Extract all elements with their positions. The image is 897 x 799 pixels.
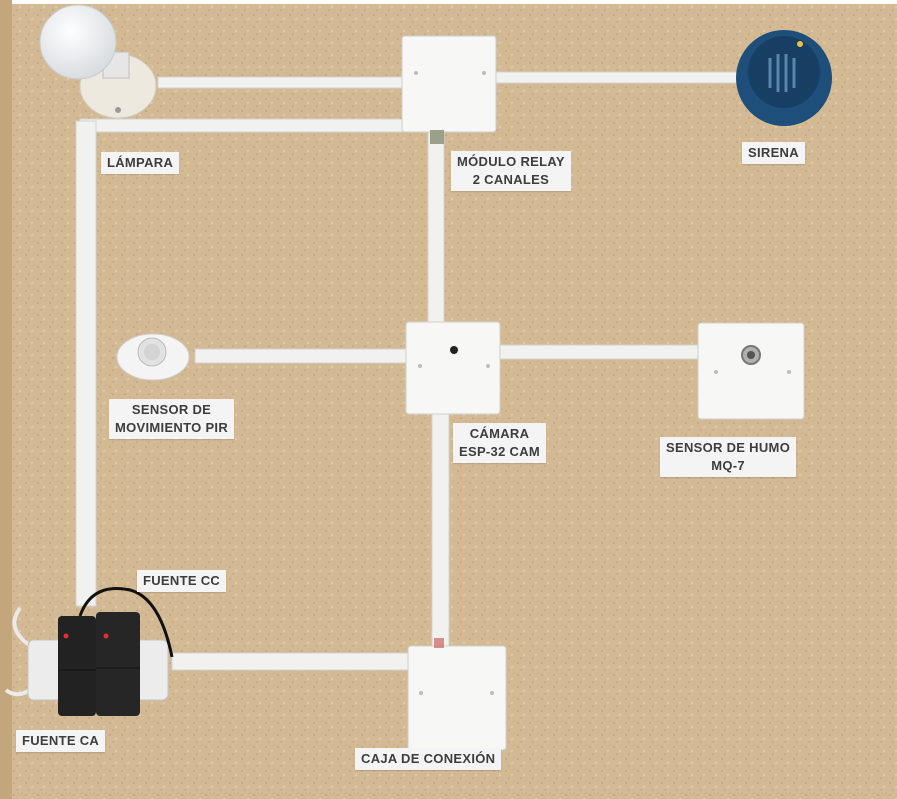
label-fuente-cc: FUENTE CC xyxy=(137,570,227,592)
top-border xyxy=(0,0,897,4)
label-fuente-ca: FUENTE CA xyxy=(16,730,106,752)
junction-box xyxy=(407,638,507,751)
conduit-camera-smoke xyxy=(499,344,699,360)
label-lampara: LÁMPARA xyxy=(101,152,180,174)
label-sirena: SIRENA xyxy=(742,142,805,164)
conduit-left-vertical xyxy=(75,120,97,607)
smoke-sensor-box xyxy=(697,322,805,420)
label-relay-module: MÓDULO RELAY 2 CANALES xyxy=(451,151,571,191)
conduit-pir-camera xyxy=(194,348,409,364)
conduit-camera-junction xyxy=(431,411,450,649)
label-camera: CÁMARA ESP-32 CAM xyxy=(453,423,547,463)
camera-box xyxy=(405,321,501,415)
conduits xyxy=(75,71,746,671)
label-pir-sensor: SENSOR DE MOVIMIENTO PIR xyxy=(109,399,235,439)
label-caja-conexion: CAJA DE CONEXIÓN xyxy=(355,748,502,770)
conduit-adapters-junction xyxy=(171,652,413,671)
label-smoke-sensor: SENSOR DE HUMO MQ-7 xyxy=(660,437,797,477)
conduit-lamp-relay xyxy=(157,76,411,89)
camera-icon xyxy=(450,346,458,354)
light-bulb-icon xyxy=(39,4,157,119)
siren-icon xyxy=(736,30,832,126)
power-adapter-icon xyxy=(4,587,174,716)
conduit-top-left xyxy=(79,118,411,133)
conduit-relay-siren xyxy=(494,71,746,84)
conduit-relay-camera xyxy=(427,129,445,326)
motion-sensor-icon xyxy=(116,333,190,381)
left-edge xyxy=(0,0,12,799)
relay-module-box xyxy=(401,35,497,144)
